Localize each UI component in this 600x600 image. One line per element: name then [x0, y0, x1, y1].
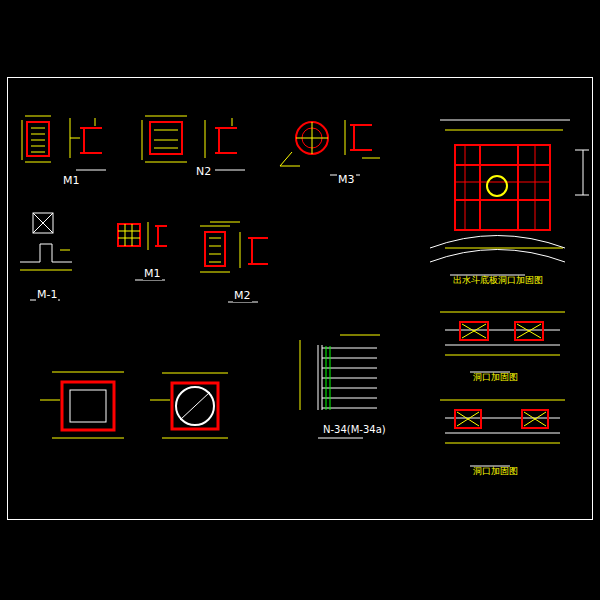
drawing-caption: M1 [62, 175, 81, 187]
drawing-caption: 洞口加固图 [472, 373, 519, 383]
drawing-caption: M1 [143, 268, 162, 280]
drawing-caption: M2 [233, 290, 252, 302]
drawing-caption: N2 [195, 166, 212, 178]
drawing-caption: 出水斗底板洞口加固图 [452, 276, 544, 286]
drawing-caption: 洞口加固图 [472, 467, 519, 477]
drawing-caption: M3 [337, 174, 356, 186]
drawing-caption: M-1 [36, 289, 58, 301]
drawing-caption: N-34(M-34a) [322, 424, 387, 435]
